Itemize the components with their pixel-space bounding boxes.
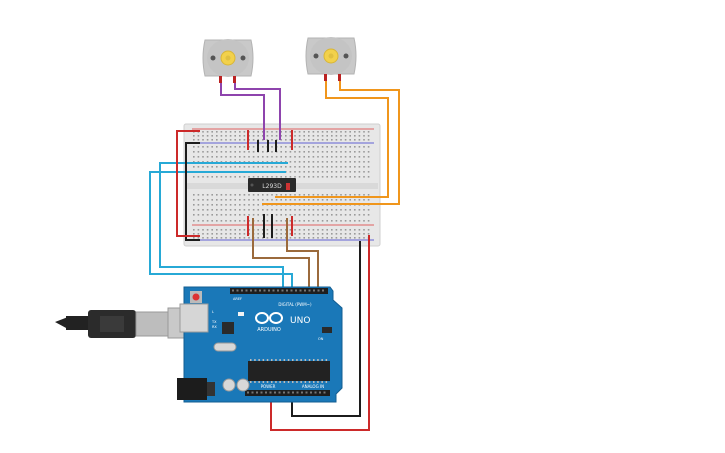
header-pins <box>232 289 328 394</box>
wire-red-right[interactable] <box>270 235 370 431</box>
analog-header-label: ANALOG IN <box>302 384 324 389</box>
chip-label: L293D <box>262 183 282 190</box>
aref-label: AREF <box>233 297 242 301</box>
digital-header-label: DIGITAL (PWM~) <box>278 302 312 307</box>
dc-motor-left[interactable] <box>202 39 254 83</box>
wire-black-right[interactable] <box>291 241 361 417</box>
wire-orange-a[interactable] <box>275 81 389 198</box>
power-header-label: POWER <box>261 384 276 389</box>
arduino-brand-label: ARDUINO <box>257 327 281 333</box>
wire-brown-b[interactable] <box>286 218 319 291</box>
wire-black-left[interactable] <box>185 142 200 241</box>
wire-purple-a[interactable] <box>220 83 265 140</box>
wire-red-left[interactable] <box>176 130 200 237</box>
usb-cable-icon[interactable] <box>55 307 187 339</box>
arduino-infinity-logo-icon <box>255 312 283 324</box>
l293d-chip[interactable]: L293D <box>248 178 296 192</box>
breadboard-holes <box>193 131 370 239</box>
tx-label: TX <box>211 320 217 324</box>
dc-motor-right[interactable] <box>305 37 357 81</box>
rx-label: RX <box>212 325 217 329</box>
wire-blue-b[interactable] <box>149 171 293 291</box>
breadboard-jumpers <box>247 130 293 238</box>
arduino-uno-board[interactable]: ARDUINO UNO DIGITAL (PWM~) POWER ANALOG … <box>177 286 343 403</box>
wire-brown-a[interactable] <box>252 218 310 291</box>
wire-orange-b[interactable] <box>262 81 400 205</box>
arduino-model-label: UNO <box>290 316 310 326</box>
wire-purple-b[interactable] <box>234 83 281 140</box>
on-led-label: ON <box>318 337 324 341</box>
l-led-label: L <box>212 310 214 314</box>
